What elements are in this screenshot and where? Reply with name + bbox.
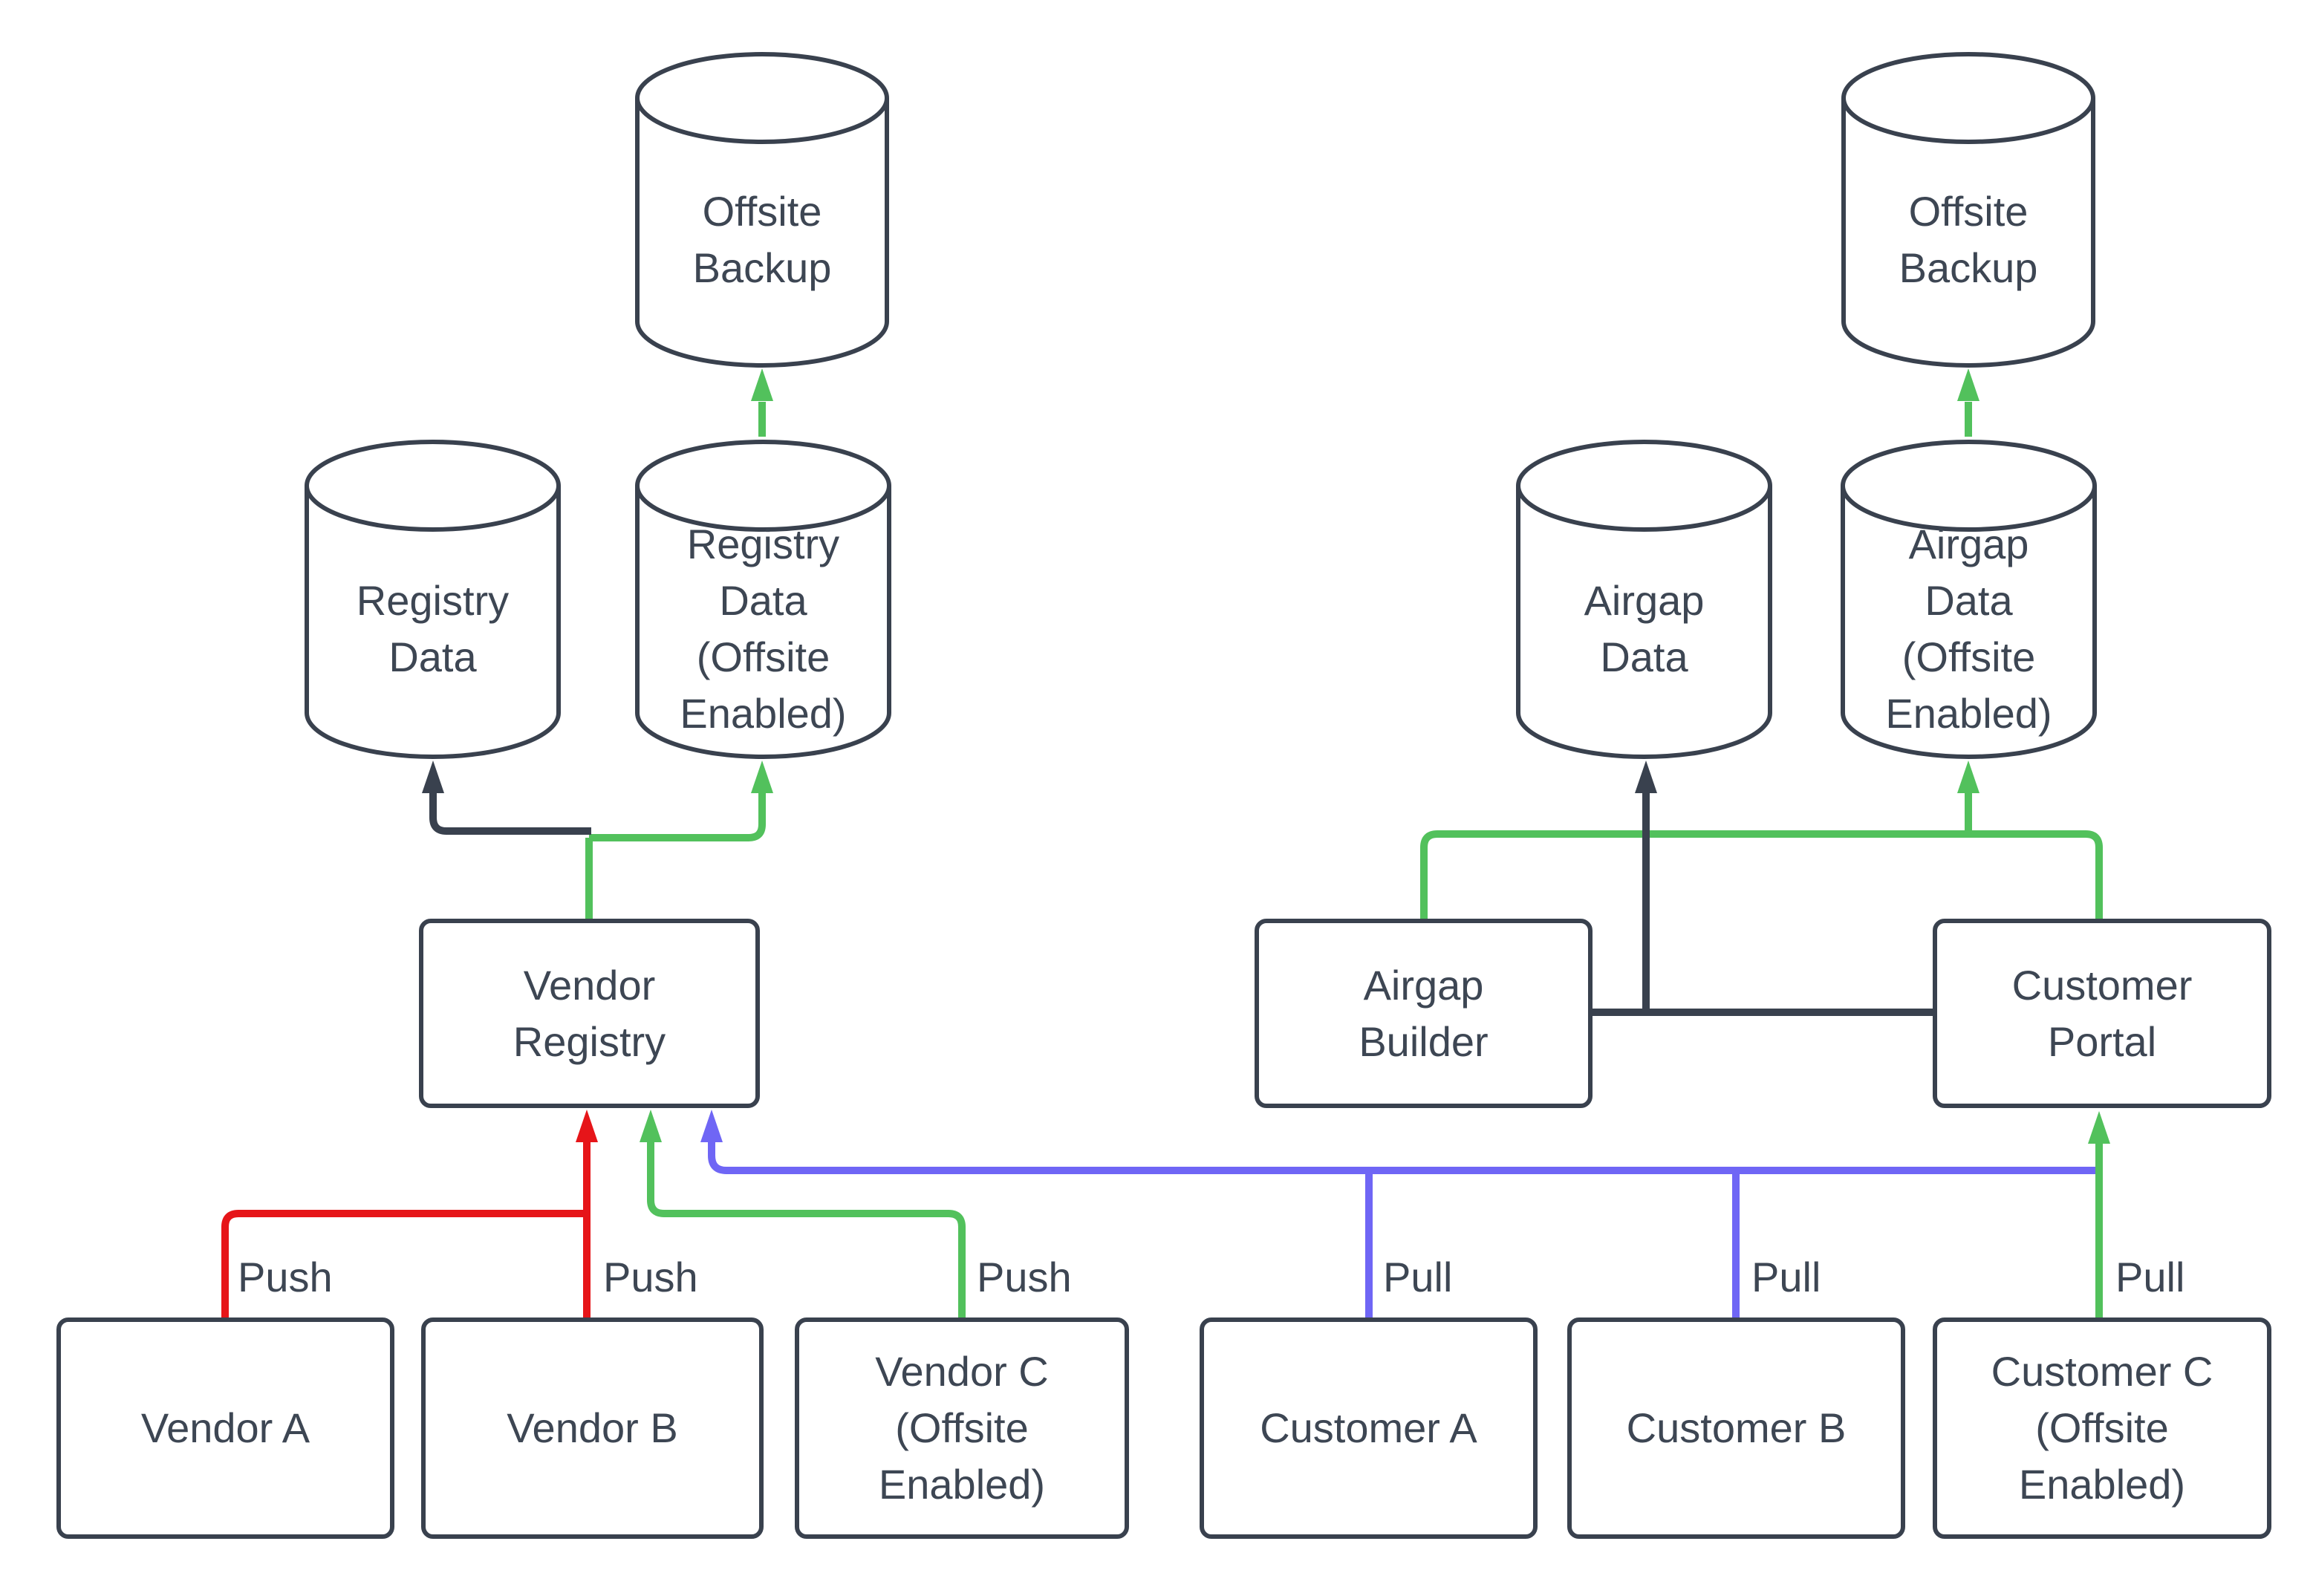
node-label-line: Enabled) [1885,690,2052,737]
edge-label-push-vendor-c: Push [977,1254,1072,1300]
node-vendor-registry: Vendor Registry [419,919,760,1108]
node-label-line: Offsite [1908,187,2029,235]
node-label-line: Backup [692,244,832,291]
node-label: Airgap Data [1522,510,1766,748]
node-label: Offsite Backup [1847,123,2089,356]
edge-label-pull-customer-c: Pull [2115,1254,2185,1300]
node-airgap-data: Airgap Data [1516,440,1772,759]
node-label: Offsite Backup [641,123,883,356]
node-label-line: Registry [513,1017,666,1065]
node-label-line: Airgap [1908,521,2029,567]
arrowhead-green-customer-portal [2088,1111,2110,1144]
database-icon [1841,440,2097,759]
node-label-line: Vendor [523,961,656,1009]
node-label-line: Customer A [1260,1404,1477,1451]
node-label-line: Backup [1899,244,2038,291]
database-icon [635,52,889,368]
node-label-line: (Offsite [1902,633,2036,680]
node-vendor-a: Vendor A [56,1317,394,1539]
node-label-line: Airgap [1584,577,1705,624]
node-label-line: (Offsite [895,1404,1029,1451]
node-label: Registry Data [310,510,555,748]
node-label-line: Enabled) [878,1461,1046,1508]
node-label-line: Customer B [1626,1404,1847,1451]
node-label-line: Portal [2047,1017,2157,1065]
node-customer-portal: Customer Portal [1933,919,2271,1108]
node-label-line: Customer C [1991,1348,2213,1395]
node-customer-a: Customer A [1200,1317,1538,1539]
node-label-line: (Offsite [2035,1404,2169,1451]
node-label-line: Enabled) [680,690,847,737]
arrowhead-green-offsite-backup-left [751,368,773,401]
edge-pull-trunk [708,1142,2099,1174]
edge-registry-to-registry-data [429,793,591,835]
edge-builder-portal-green [1420,830,2103,919]
node-vendor-b: Vendor B [421,1317,764,1539]
database-icon [635,440,891,759]
edge-label-pull-customer-b: Pull [1751,1254,1821,1300]
edge-label-push-vendor-a: Push [238,1254,333,1300]
arrowhead-green-offsite-backup-right [1957,368,1979,401]
node-label-line: Data [1600,633,1688,680]
node-customer-b: Customer B [1567,1317,1905,1539]
node-vendor-c: Vendor C (Offsite Enabled) [795,1317,1129,1539]
edge-label-push-vendor-b: Push [603,1254,698,1300]
node-label-line: Vendor A [140,1404,310,1451]
node-airgap-builder: Airgap Builder [1255,919,1593,1108]
node-label-line: Builder [1359,1017,1489,1065]
database-icon [305,440,561,759]
node-registry-data: Registry Data [305,440,561,759]
database-icon [1516,440,1772,759]
arrowhead-blue-vendor-registry [700,1110,723,1142]
edge-label-pull-customer-a: Pull [1383,1254,1453,1300]
node-label-line: Vendor B [507,1404,678,1451]
node-label: Registry Data (Offsite Enabled) [641,510,885,748]
arrowhead-red-vendor-registry [576,1110,598,1142]
node-label-line: Airgap [1363,961,1484,1009]
arrowhead-dark-registry-data [422,760,444,793]
node-customer-c: Customer C (Offsite Enabled) [1933,1317,2271,1539]
arrowhead-green-registry-data-offsite [751,760,773,793]
node-label-line: Data [388,633,477,680]
node-label-line: Registry [356,577,510,624]
node-label-line: Data [719,577,807,624]
node-registry-data-offsite: Registry Data (Offsite Enabled) [635,440,891,759]
node-label-line: Offsite [702,187,822,235]
node-airgap-data-offsite: Airgap Data (Offsite Enabled) [1841,440,2097,759]
node-label-line: Enabled) [2018,1461,2186,1508]
node-label-line: Customer [2011,961,2193,1009]
node-label: Airgap Data (Offsite Enabled) [1847,510,2091,748]
edge-registry-to-offsite-data [589,793,766,841]
node-label-line: Registry [686,521,840,567]
node-label-line: Data [1925,577,2013,624]
node-label-line: (Offsite [696,633,830,680]
node-offsite-backup-left: Offsite Backup [635,52,889,368]
database-icon [1841,52,2095,368]
node-offsite-backup-right: Offsite Backup [1841,52,2095,368]
arrowhead-dark-airgap-data [1635,760,1657,793]
node-label-line: Vendor C [875,1348,1049,1395]
arrowhead-green-vendor-registry [640,1110,662,1142]
arrowhead-green-airgap-data-offsite [1957,760,1979,793]
